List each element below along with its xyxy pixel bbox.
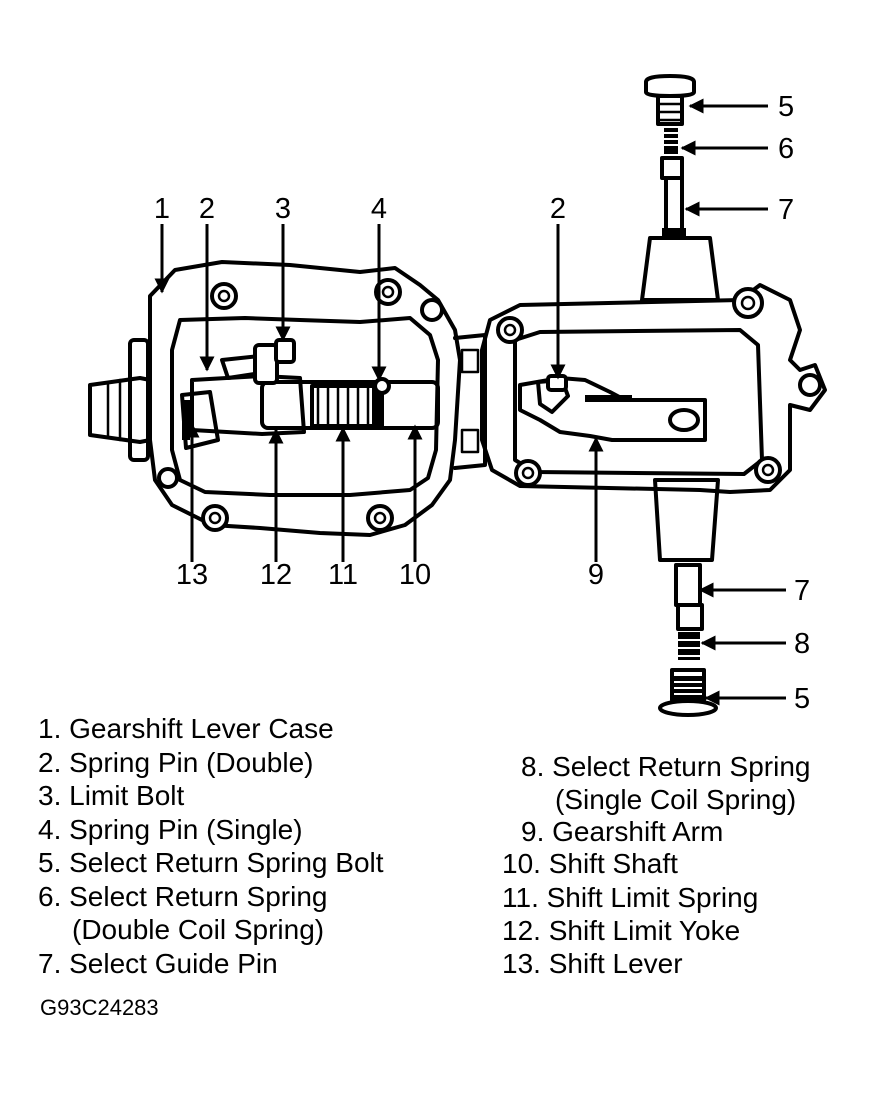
- callout-5-top: 5: [778, 91, 794, 123]
- select-return-spring-single-coil: [678, 632, 700, 660]
- callout-9: 9: [588, 559, 604, 591]
- legend-left: 1. Gearshift Lever Case 2. Spring Pin (D…: [38, 713, 384, 979]
- select-return-spring-bolt-top: [644, 74, 696, 126]
- spring-pin-single: [373, 377, 391, 395]
- select-return-spring-stack-top: [644, 74, 696, 236]
- callout-1: 1: [154, 193, 170, 225]
- legend-item-6-cont: (Double Coil Spring): [72, 914, 324, 945]
- callout-4: 4: [371, 193, 387, 225]
- legend-item-10: 10. Shift Shaft: [502, 848, 678, 879]
- select-return-spring-stack-bottom: [658, 563, 718, 717]
- callout-10: 10: [399, 559, 431, 591]
- legend-item-8-cont: (Single Coil Spring): [555, 784, 796, 815]
- callout-2-right: 2: [550, 193, 566, 225]
- shift-lever: [180, 390, 220, 450]
- spring-pin-double-right: [546, 374, 568, 392]
- legend-item-12: 12. Shift Limit Yoke: [502, 915, 740, 946]
- select-guide-pin-top: [660, 156, 686, 236]
- limit-bolt: [274, 338, 296, 364]
- callout-6: 6: [778, 133, 794, 165]
- legend-item-7: 7. Select Guide Pin: [38, 948, 278, 979]
- select-return-spring-bolt-bottom: [658, 668, 718, 717]
- legend-item-11: 11. Shift Limit Spring: [502, 882, 758, 913]
- select-guide-pin-bottom: [674, 563, 704, 631]
- shift-limit-spring: [310, 384, 384, 428]
- callout-12: 12: [260, 559, 292, 591]
- callout-2-left: 2: [199, 193, 215, 225]
- legend-item-4: 4. Spring Pin (Single): [38, 814, 303, 845]
- callout-3: 3: [275, 193, 291, 225]
- legend-right: 8. Select Return Spring (Single Coil Spr…: [502, 751, 811, 979]
- callout-8: 8: [794, 628, 810, 660]
- legend-item-1: 1. Gearshift Lever Case: [38, 713, 334, 744]
- legend-item-8: 8. Select Return Spring: [521, 751, 811, 782]
- callout-7-bottom: 7: [794, 575, 810, 607]
- callout-5-bottom: 5: [794, 683, 810, 715]
- callout-7-top: 7: [778, 194, 794, 226]
- shift-limit-yoke: [190, 343, 306, 436]
- callout-labels: 1 2 3 4 2 13 12 11 10 9 5 6 7 7 8 5: [154, 91, 810, 715]
- callout-13: 13: [176, 559, 208, 591]
- legend-item-6: 6. Select Return Spring: [38, 881, 328, 912]
- gearshift-lever-case-right: [453, 236, 827, 562]
- figure-id: G93C24283: [40, 995, 159, 1020]
- legend-item-2: 2. Spring Pin (Double): [38, 747, 313, 778]
- legend-item-9: 9. Gearshift Arm: [521, 816, 723, 847]
- legend-item-3: 3. Limit Bolt: [38, 780, 184, 811]
- callout-11: 11: [328, 559, 358, 591]
- legend-item-13: 13. Shift Lever: [502, 948, 683, 979]
- select-return-spring-double-coil: [664, 128, 678, 154]
- gearshift-lever-case-left: [88, 260, 462, 537]
- legend-item-5: 5. Select Return Spring Bolt: [38, 847, 384, 878]
- leader-lines: [154, 98, 786, 706]
